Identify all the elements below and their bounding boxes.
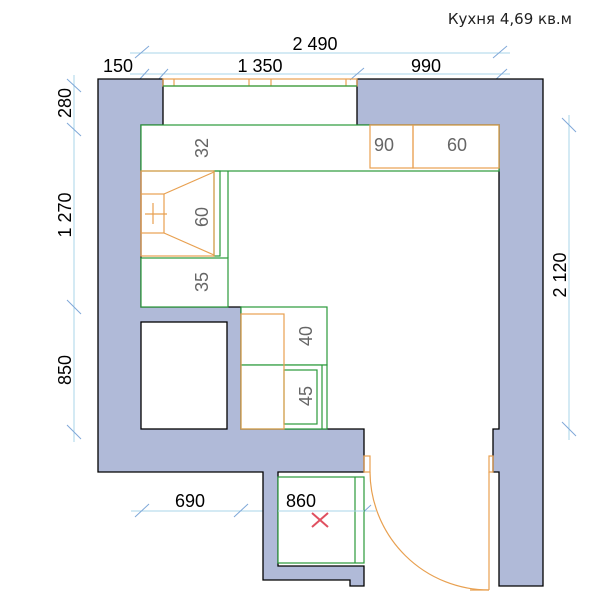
dim-bottom-niche: 860 bbox=[286, 491, 316, 511]
top-module-b-label: 60 bbox=[447, 135, 467, 155]
dim-bottom-left: 690 bbox=[175, 491, 205, 511]
hob-module-label: 60 bbox=[192, 207, 212, 227]
dim-right-total: 2 120 bbox=[550, 252, 570, 297]
cabinet-35-label: 35 bbox=[192, 272, 212, 292]
cabinet-45-label: 45 bbox=[296, 386, 316, 406]
close-marker-icon bbox=[311, 512, 329, 528]
dim-top-total: 2 490 bbox=[292, 34, 337, 54]
dim-top-right: 990 bbox=[411, 56, 441, 76]
room-title: Кухня 4,69 кв.м bbox=[448, 10, 572, 28]
dimension-lines bbox=[66, 45, 577, 519]
window bbox=[162, 78, 358, 87]
dim-left-bottom: 850 bbox=[55, 355, 75, 385]
appliance-outline bbox=[240, 313, 285, 430]
cabinet-40-label: 40 bbox=[296, 326, 316, 346]
countertop bbox=[140, 124, 500, 172]
top-module-a-label: 90 bbox=[374, 135, 394, 155]
hob-module bbox=[140, 170, 229, 258]
wall-niche bbox=[140, 321, 228, 430]
dim-left-top: 280 bbox=[55, 88, 75, 118]
dim-top-window: 1 350 bbox=[237, 56, 282, 76]
countertop-label: 32 bbox=[192, 138, 212, 158]
dim-left-middle: 1 270 bbox=[55, 192, 75, 237]
dim-top-left: 150 bbox=[103, 56, 133, 76]
cabinet-35 bbox=[140, 257, 229, 308]
door bbox=[363, 455, 494, 591]
top-module-b bbox=[412, 124, 500, 169]
